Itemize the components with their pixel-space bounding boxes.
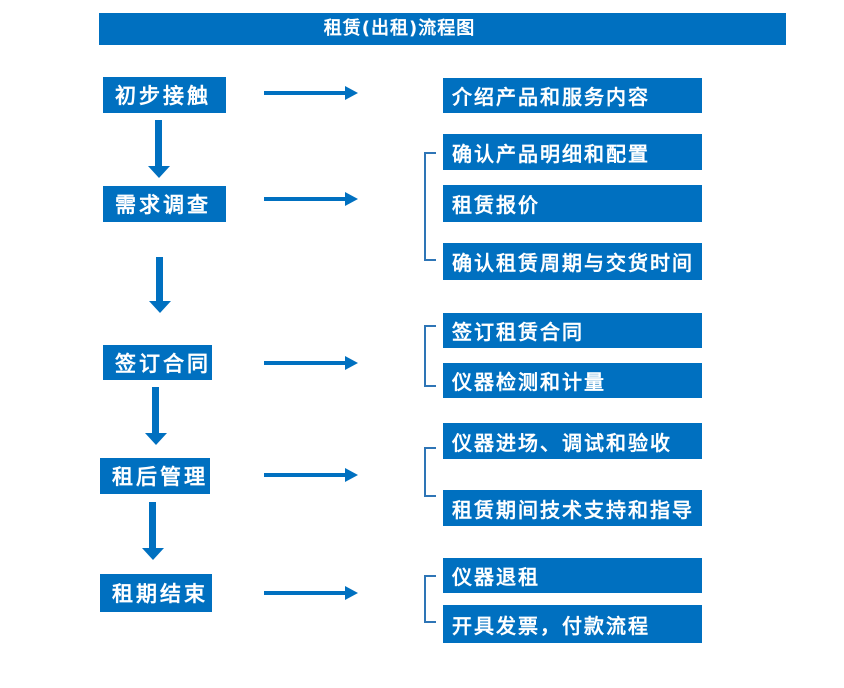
right-arrow-shaft — [264, 591, 345, 595]
down-arrow-head — [148, 166, 170, 178]
down-arrow-1 — [148, 120, 170, 178]
right-arrow-shaft — [264, 91, 345, 95]
right-arrow-3 — [264, 356, 358, 370]
down-arrow-head — [149, 301, 171, 313]
right-arrow-head — [345, 468, 358, 482]
group-bracket-post-rental — [424, 447, 436, 497]
step-box-rental-end: 租期结束 — [100, 574, 212, 612]
down-arrow-head — [145, 433, 167, 445]
right-arrow-head — [345, 356, 358, 370]
out-box-instrument-inspection: 仪器检测和计量 — [443, 363, 702, 398]
step-box-post-rental-management: 租后管理 — [100, 458, 210, 494]
down-arrow-shaft — [156, 257, 163, 301]
down-arrow-2 — [149, 257, 171, 313]
right-arrow-head — [345, 192, 358, 206]
down-arrow-3 — [145, 387, 167, 445]
group-bracket-sign-contract — [424, 325, 436, 387]
out-box-instrument-return: 仪器退租 — [443, 558, 702, 593]
out-box-instrument-entry-acceptance: 仪器进场、调试和验收 — [443, 423, 702, 459]
right-arrow-head — [345, 86, 358, 100]
flowchart-title: 租赁(出租)流程图 — [99, 13, 786, 45]
down-arrow-head — [142, 548, 164, 560]
out-box-technical-support: 租赁期间技术支持和指导 — [443, 490, 702, 526]
right-arrow-shaft — [264, 361, 345, 365]
out-box-invoice-payment: 开具发票，付款流程 — [443, 605, 702, 643]
right-arrow-1 — [264, 86, 358, 100]
step-box-demand-survey: 需求调查 — [103, 186, 226, 222]
group-bracket-demand-survey — [424, 152, 436, 261]
down-arrow-4 — [142, 502, 164, 560]
right-arrow-head — [345, 586, 358, 600]
down-arrow-shaft — [152, 387, 159, 433]
out-box-rental-quotation: 租赁报价 — [443, 185, 702, 222]
down-arrow-shaft — [149, 502, 156, 548]
step-box-initial-contact: 初步接触 — [103, 77, 226, 113]
right-arrow-shaft — [264, 197, 345, 201]
out-box-confirm-product-details: 确认产品明细和配置 — [443, 134, 702, 170]
right-arrow-5 — [264, 586, 358, 600]
out-box-introduce-products: 介绍产品和服务内容 — [443, 78, 702, 113]
right-arrow-4 — [264, 468, 358, 482]
right-arrow-2 — [264, 192, 358, 206]
group-bracket-rental-end — [424, 575, 436, 623]
out-box-sign-rental-contract: 签订租赁合同 — [443, 313, 702, 348]
step-box-sign-contract: 签订合同 — [103, 345, 212, 380]
right-arrow-shaft — [264, 473, 345, 477]
out-box-confirm-rental-period: 确认租赁周期与交货时间 — [443, 243, 702, 280]
down-arrow-shaft — [155, 120, 162, 166]
